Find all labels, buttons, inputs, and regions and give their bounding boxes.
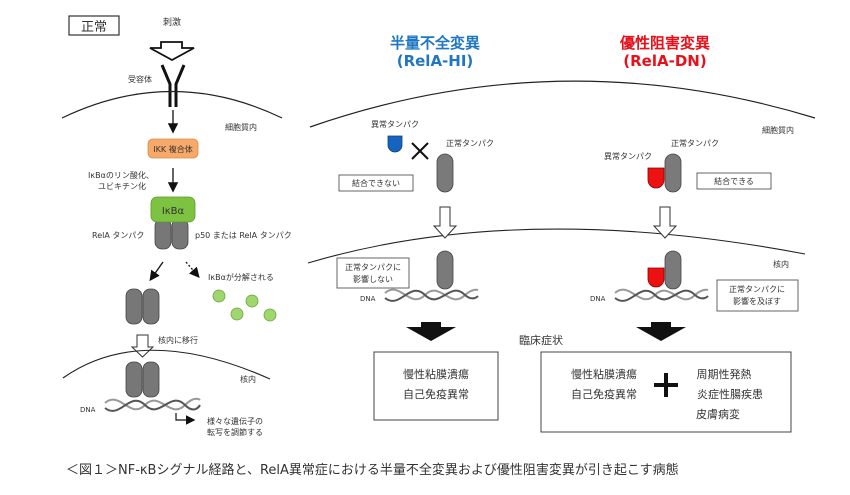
rela-protein-label: RelA タンパク bbox=[92, 231, 144, 240]
phospho-label-2: ユビキチン化 bbox=[98, 181, 146, 191]
dn-symptom-right: 炎症性腸疾患 bbox=[697, 387, 763, 401]
nuclear-membrane bbox=[62, 349, 271, 380]
ikba-box bbox=[150, 196, 196, 223]
ikba-label: IκBα bbox=[162, 206, 185, 217]
hi-dna-label: DNA bbox=[360, 295, 376, 303]
can-bind-box bbox=[696, 172, 772, 190]
no-effect-label-1: 正常タンパクに bbox=[345, 263, 401, 272]
dn-dna-label: DNA bbox=[590, 295, 606, 303]
arrow-dimer-release bbox=[149, 261, 164, 282]
no-binding-x-icon bbox=[411, 142, 429, 160]
no-effect-label-2: 影響しない bbox=[353, 274, 393, 284]
hi-abnormal-protein bbox=[387, 135, 403, 153]
degraded-ikba-dot bbox=[230, 307, 244, 321]
hi-subtitle: (RelA-HI) bbox=[397, 52, 474, 70]
no-effect-box bbox=[336, 257, 410, 289]
translocation-label: 核内に移行 bbox=[158, 335, 198, 345]
nuclear-dimer-right bbox=[142, 361, 160, 398]
dn-nuclear-normal-protein bbox=[664, 250, 682, 290]
hi-abnormal-protein-label: 異常タンパク bbox=[371, 120, 419, 129]
stimulus-label: 刺激 bbox=[163, 16, 181, 28]
dn-abnormal-protein bbox=[647, 167, 665, 189]
effect-box bbox=[716, 279, 799, 312]
ikk-label: IKK 複合体 bbox=[153, 144, 192, 154]
effect-label-2: 影響を及ぼす bbox=[733, 296, 781, 306]
dn-cytoplasm-label: 細胞質内 bbox=[762, 125, 794, 135]
dna-helix-icon bbox=[104, 397, 201, 412]
dn-symptom-right: 周期性発熱 bbox=[697, 367, 752, 381]
hi-normal-protein-label: 正常タンパク bbox=[446, 139, 494, 148]
degraded-ikba-dot bbox=[212, 289, 226, 303]
free-dimer-right bbox=[142, 288, 160, 325]
dn-symptom-left: 自己免疫異常 bbox=[571, 387, 637, 401]
hi-normal-protein bbox=[436, 153, 454, 193]
normal-title-box bbox=[68, 15, 120, 36]
receptor-icon bbox=[160, 64, 186, 107]
effect-label-1: 正常タンパクに bbox=[729, 285, 785, 294]
ikk-complex bbox=[147, 138, 199, 159]
degraded-ikba-dot bbox=[245, 294, 259, 308]
hi-symptom: 慢性粘膜潰瘍 bbox=[403, 367, 469, 381]
hi-result-arrow-icon bbox=[406, 322, 456, 341]
cytoplasm-label: 細胞質内 bbox=[225, 122, 257, 132]
hi-symptom: 自己免疫異常 bbox=[403, 387, 469, 401]
regulate-label-2: 転写を調節する bbox=[207, 427, 263, 437]
regulate-label-1: 様々な遺伝子の bbox=[207, 416, 263, 426]
can-bind-label: 結合できる bbox=[714, 176, 754, 186]
receptor-label: 受容体 bbox=[128, 74, 152, 84]
clinical-symptoms-label: 臨床症状 bbox=[519, 333, 563, 347]
ikba-degraded-label: IκBαが分解される bbox=[208, 272, 274, 282]
cannot-bind-box bbox=[338, 174, 414, 192]
free-dimer-left bbox=[125, 288, 143, 325]
dn-nuclear-abnormal-protein bbox=[647, 267, 665, 288]
arrow-ikba-degradation bbox=[185, 261, 200, 278]
translocation-arrow-icon bbox=[130, 334, 155, 358]
degraded-ikba-dot bbox=[263, 308, 277, 322]
dn-normal-protein-label: 正常タンパク bbox=[671, 139, 719, 148]
dn-title: 優性阻害変異 bbox=[619, 34, 710, 52]
dn-symptom-left: 慢性粘膜潰瘍 bbox=[571, 367, 637, 381]
hi-symptoms-box bbox=[373, 351, 499, 421]
transcription-arrow-icon bbox=[175, 413, 196, 425]
hi-nuclear-protein bbox=[436, 250, 454, 290]
cannot-bind-label: 結合できない bbox=[352, 178, 400, 188]
stimulus-arrow-icon bbox=[149, 41, 195, 62]
dn-normal-protein bbox=[664, 153, 682, 193]
p50-or-rela-label: p50 または RelA タンパク bbox=[195, 231, 292, 240]
dn-translocation-arrow-icon bbox=[652, 206, 678, 239]
nuclear-dimer-left bbox=[125, 361, 143, 398]
dna-label: DNA bbox=[80, 406, 96, 414]
nucleus-label: 核内 bbox=[240, 374, 256, 384]
normal-panel: 正常 刺激 受容体 細胞質内 IKK 複合体 IκBαのリン酸化、 ユビキチン化… bbox=[61, 15, 292, 437]
hi-translocation-arrow-icon bbox=[432, 206, 458, 239]
hi-dna-helix-icon bbox=[384, 288, 479, 302]
dn-symptom-right: 皮膚病変 bbox=[696, 407, 740, 421]
dn-panel: 優性阻害変異 (RelA-DN) 細胞質内 正常タンパク 異常タンパク 結合でき… bbox=[540, 34, 799, 433]
mutant-nuclear-membrane bbox=[307, 228, 806, 264]
cell-membrane bbox=[61, 90, 283, 119]
normal-title: 正常 bbox=[81, 20, 107, 35]
mutant-cell-membrane bbox=[309, 80, 816, 128]
hi-title: 半量不全変異 bbox=[390, 34, 480, 52]
dn-subtitle: (RelA-DN) bbox=[623, 52, 706, 70]
dn-dna-helix-icon bbox=[614, 288, 709, 302]
dn-result-arrow-icon bbox=[636, 322, 686, 341]
rela-protein-left bbox=[154, 218, 172, 250]
rela-protein-right bbox=[171, 218, 189, 250]
dn-nucleus-label: 核内 bbox=[773, 259, 789, 269]
dn-abnormal-protein-label: 異常タンパク bbox=[604, 152, 652, 161]
phospho-label-1: IκBαのリン酸化、 bbox=[88, 170, 154, 180]
figure-caption: ＜図１＞NF-κBシグナル経路と、RelA異常症における半量不全変異および優性阻… bbox=[66, 462, 679, 478]
hi-panel: 半量不全変異 (RelA-HI) 異常タンパク 正常タンパク 結合できない 正常… bbox=[336, 34, 499, 421]
plus-icon bbox=[654, 373, 678, 397]
